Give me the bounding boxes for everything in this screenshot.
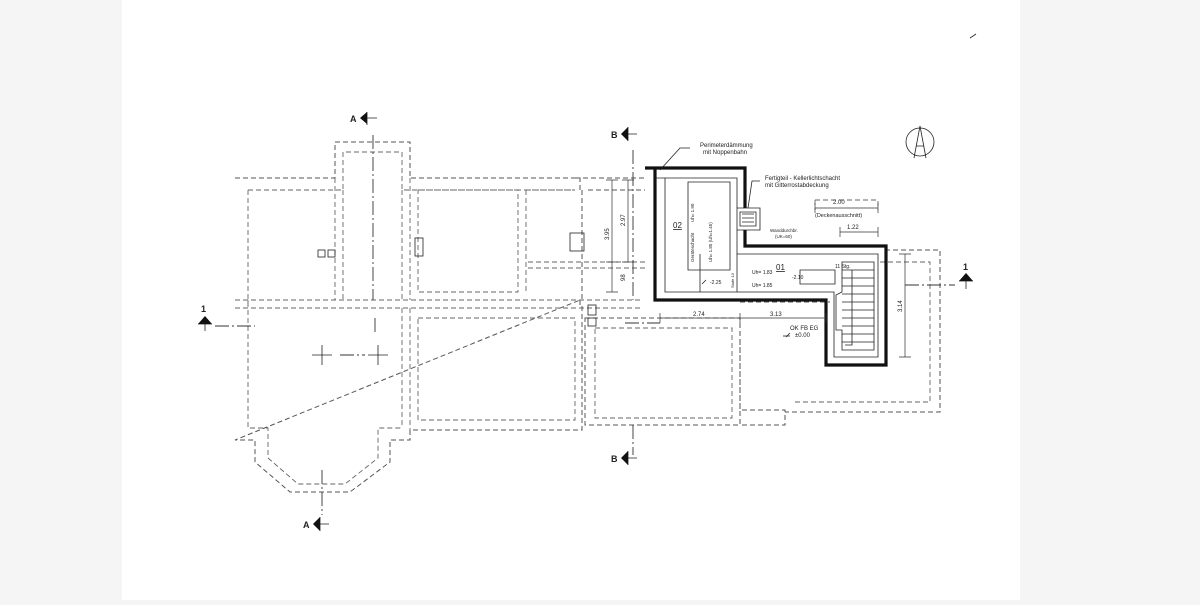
section-arrow-head	[360, 112, 367, 124]
marker-5	[587, 304, 597, 316]
room-02-label: Geräteschacht	[690, 232, 695, 262]
lower-right-room-inner	[594, 327, 733, 419]
room-01-uh: Uh= 1.83	[752, 270, 773, 276]
dim-314-label: 3.14	[898, 300, 904, 312]
section-label: B	[611, 130, 618, 140]
new-basement-wall-inner	[655, 177, 879, 358]
dim-200-label: 2.00	[833, 200, 845, 206]
section-mark-b-top: B	[611, 127, 637, 141]
upper-middle-room	[417, 189, 575, 293]
section-mark-a-bottom: A	[303, 517, 329, 531]
stair-walkline	[845, 270, 853, 346]
section-label: 1	[201, 304, 206, 314]
perimeter-note-sub: mit Noppenbahn	[703, 150, 747, 156]
lower-middle-room	[401, 308, 576, 430]
cross-marks	[312, 345, 388, 365]
dim-vertical-left	[606, 179, 618, 293]
partition-wall	[699, 254, 738, 292]
stair	[835, 261, 875, 351]
light-well	[736, 207, 761, 231]
level-a: -2.25	[710, 280, 722, 286]
lightwell-note-sub: mit Gitterrostabdeckung	[765, 183, 829, 189]
section-mark-b-bottom: B	[611, 451, 637, 465]
room-01-number: 01	[776, 263, 785, 272]
dim-122-label: 1.22	[847, 225, 859, 231]
room-02-uh2: Uh= 1.85 (Uh=1.45)	[708, 222, 713, 262]
section-label: 1	[963, 262, 968, 272]
stair-landing	[799, 269, 836, 285]
lightwell-note: Fertigteil - Kellerlichtschacht	[765, 176, 840, 182]
marker-1	[317, 249, 326, 258]
level-b: -2.10	[792, 275, 804, 281]
dim-200	[814, 203, 879, 213]
dim-vertical-left2	[622, 179, 634, 263]
cross-centerlines	[340, 318, 376, 356]
dim-314	[899, 253, 911, 358]
section-label: A	[303, 520, 310, 530]
ceiling-cut-note: (Deckenausschnitt)	[815, 213, 862, 219]
section-mark-a-top: A	[350, 112, 377, 125]
middle-band	[235, 299, 640, 309]
level-ticks	[701, 279, 791, 338]
stair-treads	[842, 269, 874, 343]
marker-2	[327, 249, 336, 258]
section-arrow-head	[621, 451, 628, 465]
room-02-uh: Uh= 1.90	[690, 203, 695, 222]
floor-level-note: OK FB EG	[790, 326, 819, 332]
section-mark-1-left: 1	[198, 304, 212, 331]
center-line-1	[215, 284, 955, 327]
leader-perimeter	[659, 147, 690, 171]
new-basement-wall-outer	[645, 166, 888, 367]
sheet-mark	[969, 33, 977, 39]
room-01-uh2: Uh= 1.85	[752, 283, 773, 289]
section-arrow-head	[621, 127, 628, 141]
dim-98-label: 98	[621, 274, 627, 281]
dim-395-label: 3.95	[605, 228, 611, 240]
dim-274-label: 2.74	[693, 312, 705, 318]
wall-opening-note-sub: (UK=60)	[775, 234, 792, 239]
perimeter-note: Perimeterdämmung	[700, 143, 753, 149]
room-02-number: 02	[673, 221, 682, 230]
dim-297-label: 2.97	[621, 214, 627, 226]
section-mark-1-right: 1	[959, 262, 973, 289]
dim-313-label: 3.13	[770, 312, 782, 318]
section-arrow-head	[198, 316, 212, 324]
right-extension	[739, 249, 941, 426]
wall-opening-note: Wanddurchbr.	[770, 228, 798, 233]
section-label: B	[611, 454, 618, 464]
marker-6	[587, 317, 597, 327]
light-well-grate	[742, 213, 754, 223]
north-arrow-icon	[905, 125, 935, 159]
section-arrow-head	[959, 273, 973, 281]
dim-horizontal-bottom	[659, 313, 827, 323]
marker-3	[414, 237, 424, 257]
room-02-shaft	[687, 181, 731, 271]
leader-lightwell	[747, 180, 760, 209]
marker-4	[569, 232, 585, 252]
step-label: Stufe 13	[730, 272, 735, 288]
stair-count-note: 11 Stg.	[835, 264, 850, 270]
section-label: A	[350, 114, 357, 124]
section-arrow-head	[313, 517, 320, 531]
lower-right-room	[584, 317, 741, 426]
floor-level-value: ±0.00	[795, 333, 811, 339]
dim-122	[839, 227, 879, 237]
